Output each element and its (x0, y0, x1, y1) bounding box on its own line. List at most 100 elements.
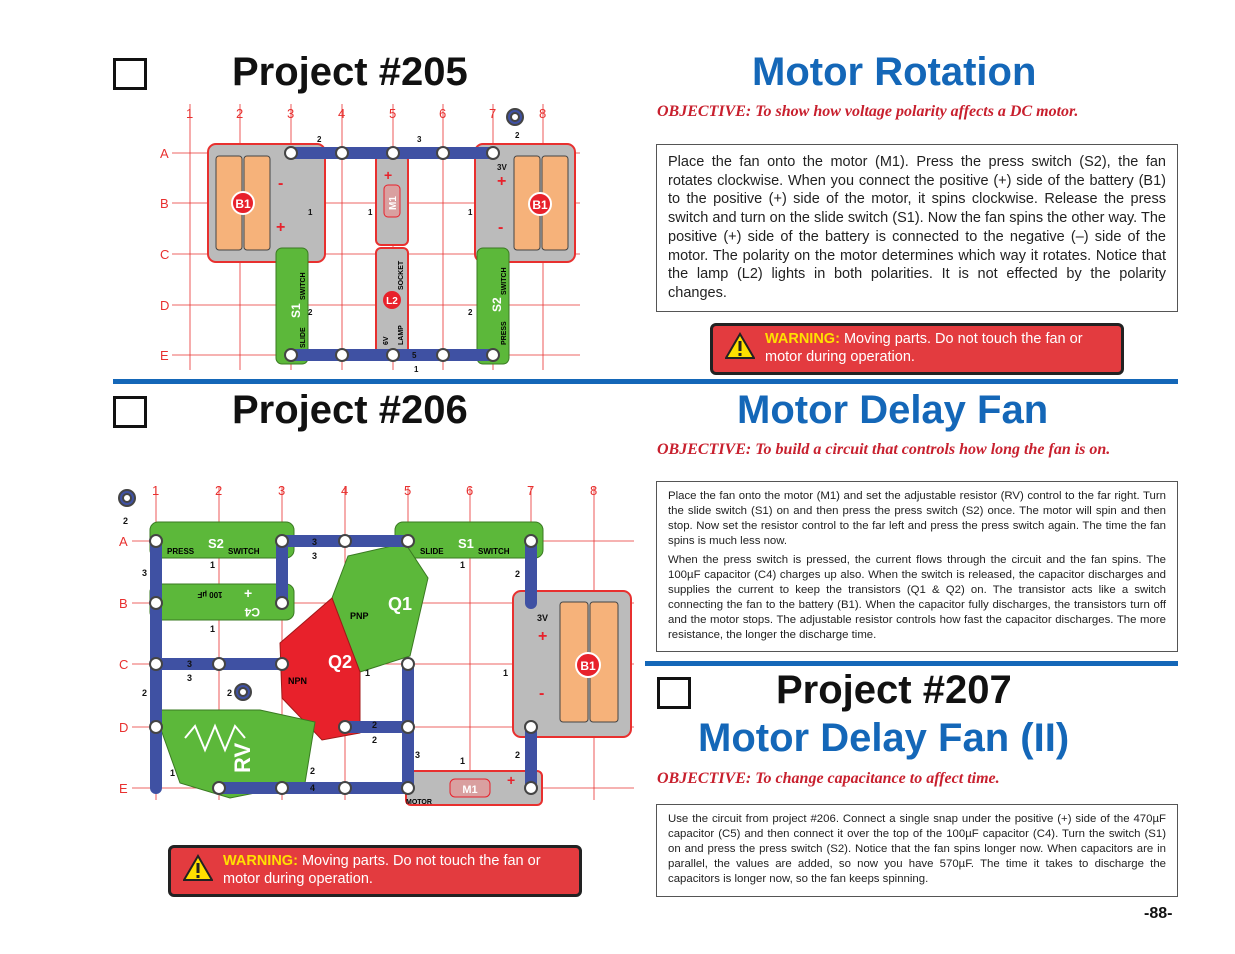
level-label: 1 (503, 668, 508, 678)
level-label: 2 (515, 131, 520, 140)
switch-text: SWITCH (228, 547, 260, 556)
lamp-l2: L2 6V LAMP SOCKET (375, 247, 409, 359)
level-label: 3 (417, 135, 422, 144)
capacitor-value: 100 µF (197, 590, 222, 599)
level-label: 2 (308, 308, 313, 317)
switch-label: S2 (490, 297, 504, 312)
project-206-description-p2: When the press switch is pressed, the cu… (668, 554, 1166, 641)
col-label: 3 (287, 106, 294, 121)
level-label: 1 (170, 768, 175, 778)
level-label: 2 (317, 135, 322, 144)
plus-sign: + (384, 167, 392, 183)
project-207-checkbox[interactable] (657, 677, 691, 709)
project-205-checkbox[interactable] (113, 58, 147, 90)
row-label: C (160, 247, 169, 262)
col-label: 3 (278, 483, 285, 498)
project-206-warning: WARNING: Moving parts. Do not touch the … (168, 845, 582, 897)
col-label: 2 (236, 106, 243, 121)
level-label: 3 (187, 659, 192, 669)
battery-b1-left: B1 - + (207, 143, 326, 263)
minus-sign: - (278, 175, 283, 192)
level-label: 3 (312, 551, 317, 561)
project-206-description: Place the fan onto the motor (M1) and se… (656, 481, 1178, 652)
project-205-circuit-diagram: 1 2 3 4 5 6 7 8 A B C D E B1 - + B1 + - … (160, 104, 580, 374)
capacitor-c4: 100 µF C4 + (149, 583, 295, 621)
project-206-objective: OBJECTIVE: To build a circuit that contr… (657, 441, 1111, 458)
warning-text: Moving parts. Do not touch the fan or mo… (223, 853, 541, 887)
row-label: E (160, 348, 169, 363)
plus-sign: + (244, 585, 252, 601)
project-206-checkbox[interactable] (113, 396, 147, 428)
battery-label: B1 (532, 198, 548, 212)
col-label: 6 (466, 483, 473, 498)
section-divider (113, 379, 1178, 384)
slide-switch-s1: S1 SWITCH SLIDE (275, 247, 309, 365)
col-label: 2 (215, 483, 222, 498)
col-label: 5 (389, 106, 396, 121)
slide-text: SLIDE (420, 547, 444, 556)
minus-sign: - (539, 685, 544, 702)
level-label: 2 (372, 735, 377, 745)
socket-text: SOCKET (398, 260, 405, 290)
project-205-warning: WARNING: Moving parts. Do not touch the … (710, 323, 1124, 375)
warning-triangle-icon (183, 854, 213, 881)
level-label: 2 (515, 569, 520, 579)
section-divider-207 (645, 661, 1178, 666)
level-label: 2 (142, 688, 147, 698)
transistor-label: Q1 (388, 594, 412, 614)
col-label: 8 (539, 106, 546, 121)
row-label: D (119, 720, 128, 735)
level-label: 3 (142, 568, 147, 578)
level-label: 2 (372, 720, 377, 730)
lamp-text: LAMP (398, 325, 405, 345)
plus-sign: + (507, 772, 515, 788)
plus-sign: + (538, 628, 547, 645)
row-label: D (160, 298, 169, 313)
switch-label: S1 (289, 303, 303, 318)
level-label: 1 (308, 208, 313, 217)
battery-label: B1 (580, 659, 596, 673)
resistor-label: RV (230, 743, 255, 773)
voltage-label: 3V (537, 613, 548, 623)
lamp-label: L2 (386, 296, 398, 307)
project-205-name: Motor Rotation (752, 50, 1037, 94)
project-206-description-p1: Place the fan onto the motor (M1) and se… (668, 490, 1166, 547)
col-label: 5 (404, 483, 411, 498)
col-label: 8 (590, 483, 597, 498)
level-label: 4 (310, 783, 315, 793)
row-label: B (119, 596, 128, 611)
level-label: 1 (365, 668, 370, 678)
level-label: 3 (187, 673, 192, 683)
col-label: 4 (338, 106, 345, 121)
row-label: B (160, 196, 169, 211)
switch-text: SWITCH (478, 547, 510, 556)
snaps (118, 489, 538, 795)
row-label: E (119, 781, 128, 796)
level-label: 1 (210, 624, 215, 634)
transistor-q1-pnp: Q1 PNP (331, 542, 429, 673)
battery-label: B1 (235, 197, 251, 211)
col-label: 7 (489, 106, 496, 121)
warning-text: Moving parts. Do not touch the fan or mo… (765, 331, 1083, 365)
col-label: 7 (527, 483, 534, 498)
level-label: 5 (412, 351, 417, 360)
project-207-name: Motor Delay Fan (II) (698, 716, 1070, 760)
motor-text: MOTOR (406, 799, 432, 806)
col-label: 6 (439, 106, 446, 121)
level-label: 1 (368, 208, 373, 217)
motor-m1: M1 + (375, 154, 409, 246)
slide-switch-s1: S1 SLIDE SWITCH (394, 521, 544, 559)
project-206-circuit-diagram: 1 2 3 4 5 6 7 8 A B C D E B1 3V + - M1 M… (118, 483, 634, 806)
project-205-description-text: Place the fan onto the motor (M1). Press… (668, 154, 1166, 301)
project-207-description-text: Use the circuit from project #206. Conne… (668, 813, 1166, 885)
lamp-voltage: 6V (383, 336, 390, 345)
plus-sign: + (276, 219, 285, 236)
press-switch-s2: S2 SWITCH PRESS (476, 247, 510, 365)
page-number: -88- (1144, 905, 1173, 922)
col-label: 1 (186, 106, 193, 121)
level-label: 3 (415, 750, 420, 760)
slide-text: SLIDE (300, 327, 307, 348)
level-label: 1 (468, 208, 473, 217)
plus-sign: + (497, 173, 506, 190)
row-label: A (119, 534, 128, 549)
